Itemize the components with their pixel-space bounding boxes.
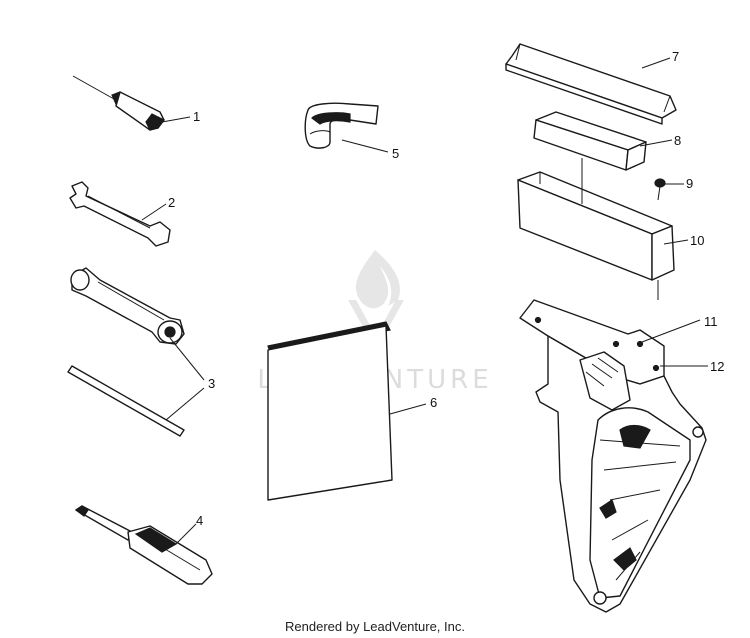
callouts: 1 2 3 4 5 6 7 8 9 10 11 12 (168, 49, 724, 528)
leader-lines (141, 57, 708, 545)
leader-11 (641, 319, 701, 343)
part-10-battery-box (517, 171, 675, 281)
leader-7 (641, 57, 671, 69)
part-6-manual (267, 321, 393, 501)
part-2-wrench (69, 181, 171, 247)
alignment-lines (581, 158, 659, 300)
part-3-box-wrench (70, 267, 185, 345)
part-3-tommy-bar (67, 365, 185, 437)
leader-4 (175, 523, 197, 545)
footer-credit: Rendered by LeadVenture, Inc. (285, 619, 465, 634)
part-8-pad (533, 111, 647, 171)
part-11-12-bracket-chaincase (519, 299, 707, 613)
part-1-screwdriver (72, 75, 165, 131)
leader-8 (639, 139, 673, 147)
part-4-screwdriver (74, 505, 213, 585)
callout-2: 2 (168, 195, 175, 210)
callout-6: 6 (430, 395, 437, 410)
leader-3a (169, 337, 205, 381)
callout-8: 8 (674, 133, 681, 148)
leader-2 (141, 203, 167, 221)
callout-4: 4 (196, 513, 203, 528)
callout-10: 10 (690, 233, 704, 248)
part-9-screw (654, 178, 666, 201)
callout-12: 12 (710, 359, 724, 374)
callout-11: 11 (704, 314, 718, 329)
leader-1 (161, 116, 191, 123)
callout-3: 3 (208, 376, 215, 391)
leader-3b (165, 387, 205, 421)
callout-5: 5 (392, 146, 399, 161)
callout-7: 7 (672, 49, 679, 64)
part-7-battery-cover (505, 43, 677, 125)
callout-9: 9 (686, 176, 693, 191)
leader-5 (341, 139, 389, 153)
callout-1: 1 (193, 109, 200, 124)
part-5-strap (304, 102, 379, 149)
leader-6 (389, 403, 427, 415)
leader-10 (663, 239, 689, 245)
